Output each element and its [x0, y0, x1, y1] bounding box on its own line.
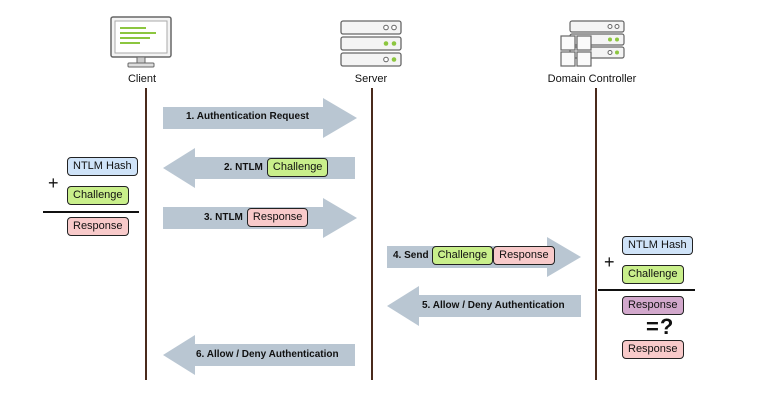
- step-6-text: 6. Allow / Deny Authentication: [196, 349, 339, 360]
- step-4-label: 4. Send Challenge Response: [393, 246, 555, 265]
- server-lifeline: [371, 88, 373, 380]
- client-plus-sign: +: [48, 173, 59, 193]
- step-3-label: 3. NTLM Response: [204, 208, 309, 227]
- step-2-label: 2. NTLM Challenge: [224, 158, 329, 177]
- step-2-text: 2. NTLM: [224, 162, 263, 173]
- dc-ntlm-hash-chip: NTLM Hash: [622, 236, 693, 255]
- client-challenge-chip: Challenge: [67, 186, 129, 205]
- arrow-step-5: [387, 286, 581, 326]
- step-3-text: 3. NTLM: [204, 212, 243, 223]
- dc-plus-sign: +: [604, 252, 615, 272]
- dc-sum-bar: [598, 289, 695, 291]
- compare-sign: =?: [646, 314, 675, 339]
- step-6-label: 6. Allow / Deny Authentication: [196, 349, 339, 360]
- step-5-label: 5. Allow / Deny Authentication: [422, 300, 565, 311]
- client-sum-bar: [43, 211, 139, 213]
- client-response-chip: Response: [67, 217, 129, 236]
- arrow-step-1: [163, 98, 357, 138]
- actor-label-server: Server: [354, 73, 388, 85]
- response-chip: Response: [246, 208, 309, 227]
- dc-computed-response-chip: Response: [622, 296, 684, 315]
- challenge-chip: Challenge: [431, 246, 494, 265]
- actor-label-client: Client: [127, 73, 157, 85]
- step-5-text: 5. Allow / Deny Authentication: [422, 300, 565, 311]
- response-chip: Response: [493, 246, 555, 265]
- monitor-icon: [110, 16, 176, 70]
- domain-controller-icon: [560, 20, 626, 70]
- actor-label-domain-controller: Domain Controller: [547, 73, 637, 85]
- challenge-chip: Challenge: [266, 158, 329, 177]
- client-lifeline: [145, 88, 147, 380]
- dc-lifeline: [595, 88, 597, 380]
- step-4-text: 4. Send: [393, 250, 429, 261]
- step-1-text: 1. Authentication Request: [186, 111, 309, 122]
- dc-challenge-chip: Challenge: [622, 265, 684, 284]
- client-ntlm-hash-chip: NTLM Hash: [67, 157, 138, 176]
- server-rack-icon: [340, 20, 404, 68]
- dc-received-response-chip: Response: [622, 340, 684, 359]
- arrow-step-6: [163, 335, 355, 375]
- step-1-label: 1. Authentication Request: [186, 111, 309, 122]
